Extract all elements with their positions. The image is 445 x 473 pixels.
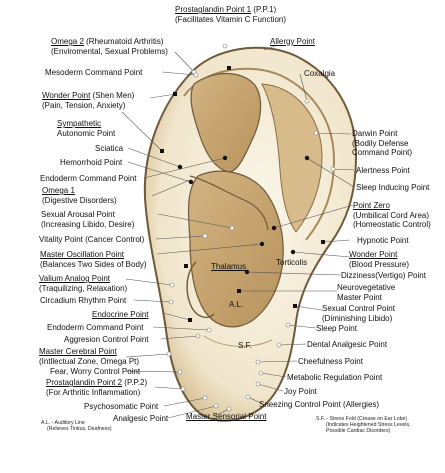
- label-aggresion-control-point: Aggresion Control Point: [64, 335, 149, 344]
- label-valium-analog-point: Valium Analog Point (Traquilizing, Relax…: [39, 274, 128, 293]
- label-sleep-point: Sleep Point: [316, 324, 357, 333]
- tragus: [186, 261, 215, 319]
- label-sexual-control-point: Sexual Control Point (Diminishing Libido…: [322, 304, 395, 323]
- label-alertness-point: Alertness Point: [356, 166, 410, 175]
- label-master-sensorial-point: Master Sensorial Point: [186, 412, 267, 421]
- label-metabolic-regulation-point: Metabolic Regulation Point: [287, 373, 383, 382]
- label-sleep-inducing-point: Sleep Inducing Point: [356, 183, 430, 192]
- point-markers-dark: [160, 66, 325, 322]
- footnote-al: A.L. - Auditory Line (Relieves Tinitus, …: [41, 420, 112, 433]
- label-thalamus: Thalamus: [211, 262, 247, 271]
- helix-groove: [183, 67, 336, 241]
- label-hypnotic-point: Hypnotic Point: [357, 236, 409, 245]
- label-master-oscillation-point: Master Oscillation Point (Balances Two S…: [40, 250, 147, 269]
- label-point-zero: Point Zero (Umbilical Cord Area) (Homeos…: [353, 201, 431, 229]
- label-wonder-point-shen-men: Wonder Point (Shen Men) (Pain, Tension, …: [42, 91, 135, 110]
- label-dental-analgesic-point: Dental Analgesic Point: [307, 340, 388, 349]
- label-hemorrhoid-point: Hemorrhoid Point: [60, 158, 123, 167]
- leader-lines: [121, 45, 355, 419]
- label-analgesic-point: Analgesic Point: [113, 414, 169, 423]
- label-sneezing-control-point: Sneezing Control Point (Allergies): [259, 400, 380, 409]
- fossa-hollow: [190, 73, 262, 173]
- label-omega-2: Omega 2 (Rheumatoid Arthritis) (Envirome…: [51, 37, 168, 56]
- label-torticolis: Torticolis: [276, 258, 308, 267]
- label-psychosomatic-point: Psychosomatic Point: [84, 402, 159, 411]
- label-wonder-point-bp: Wonder Point (Blood Pressure): [349, 250, 410, 269]
- label-prostaglandin-point-2: Prostaglandin Point 2 (P.P.2) (For Arthr…: [46, 378, 148, 397]
- antihelix-ridge: [189, 175, 269, 231]
- label-endocrine-point: Endocrine Point: [92, 310, 149, 319]
- label-dizziness-point: Dizziness(Vertigo) Point: [341, 271, 426, 280]
- label-master-cerebral-point: Master Cerebral Point (Intllectual Zone,…: [39, 347, 140, 366]
- footnote-sf: S.F. - Stress Fold (Crease on Ear Lobe) …: [316, 416, 411, 435]
- label-endoderm-command-point: Endoderm Command Point: [40, 174, 137, 183]
- label-fear-worry-control-point: Fear, Worry Control Point: [50, 367, 141, 376]
- label-al: A.L.: [229, 300, 244, 309]
- label-neurovegetative-master-point: Neurovegetative Master Point: [337, 283, 396, 302]
- label-coxalgia: Coxalgia: [304, 69, 336, 78]
- label-sexual-arousal-point: Sexual Arousal Point (Increasing Libido,…: [41, 210, 135, 229]
- label-sciatica: Sciatica: [95, 144, 124, 153]
- label-cheefulness-point: Cheefulness Point: [298, 357, 363, 366]
- label-sympathetic: Sympathetic Autonomic Point: [57, 119, 116, 138]
- scapha-hollow: [261, 83, 323, 233]
- point-markers: [166, 43, 336, 412]
- label-vitality-point: Vitality Point (Cancer Control): [39, 235, 145, 244]
- label-joy-point: Joy Point: [284, 387, 317, 396]
- label-mesoderm-command-point: Mesoderm Command Point: [45, 68, 143, 77]
- label-sf: S.F.: [238, 341, 252, 350]
- label-endoderm-command-point-2: Endoderm Command Point: [47, 323, 144, 332]
- label-allergy-point: Allergy Point: [270, 37, 315, 46]
- label-circadium-rhythm-point: Circadium Rhythm Point: [40, 296, 127, 305]
- label-prostaglandin-point-1: Prostaglandin Point 1 (P.P.1) (Facilitat…: [175, 5, 286, 24]
- lobe-line: [203, 335, 273, 347]
- label-omega-1: Omega 1 (Digestive Disorders): [42, 186, 117, 205]
- label-darwin-point: Darwin Point (Bodily Defense Command Poi…: [352, 129, 413, 157]
